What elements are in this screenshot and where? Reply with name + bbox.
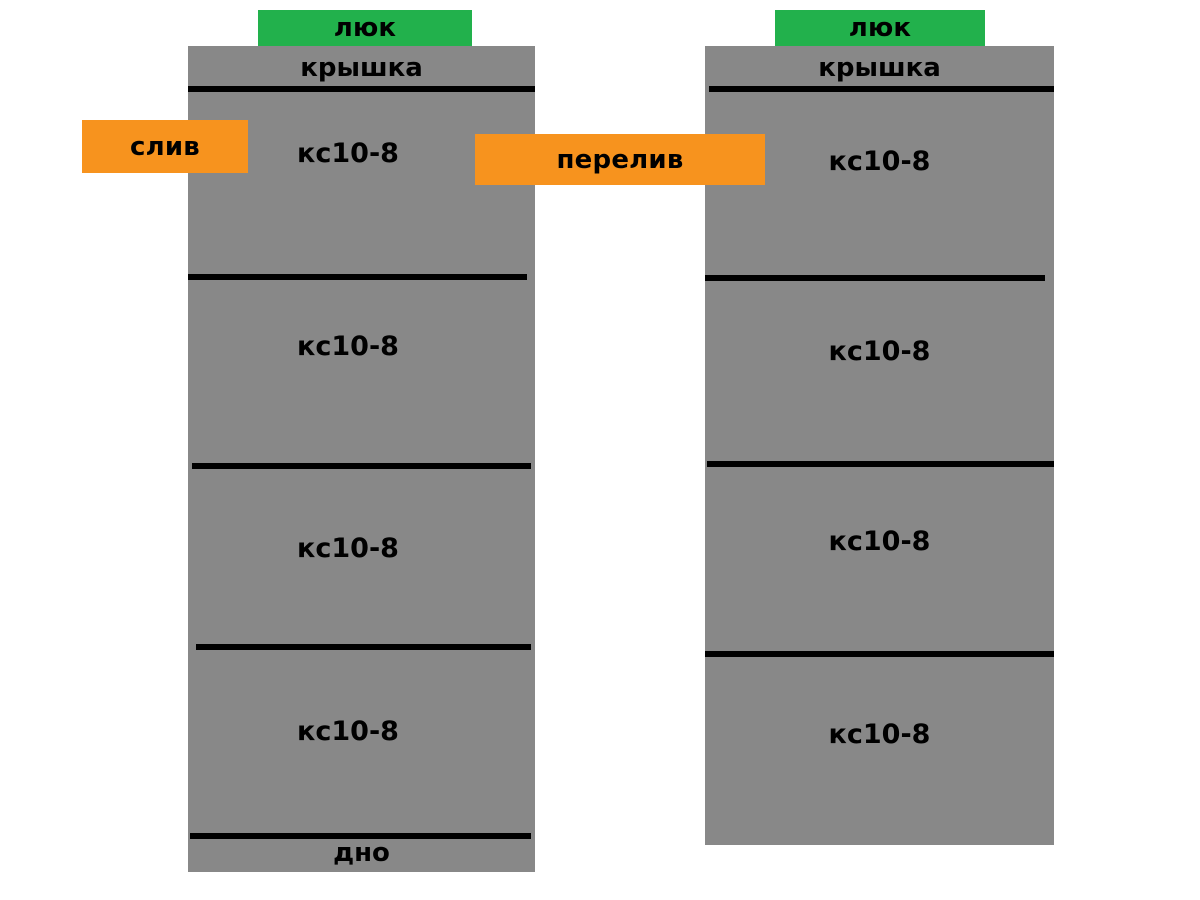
tank-left-ring-label-4: кс10-8 bbox=[297, 716, 399, 747]
tank-left-divider-3 bbox=[196, 644, 531, 650]
tank-left-bottom-label: дно bbox=[333, 838, 390, 868]
tank-left-divider-1 bbox=[188, 274, 527, 280]
hatch-label-right: люк bbox=[775, 10, 985, 46]
tank-left-divider-lid bbox=[188, 86, 535, 92]
tank-right-ring-label-4: кс10-8 bbox=[828, 719, 931, 750]
tank-right-divider-3 bbox=[705, 651, 1054, 657]
hatch-label-left: люк bbox=[258, 10, 472, 46]
tank-left-divider-bottom bbox=[190, 833, 531, 839]
tank-right-lid-label: крышка bbox=[818, 53, 941, 83]
tank-right-ring-label-3: кс10-8 bbox=[828, 526, 931, 557]
tank-right-ring-label-2: кс10-8 bbox=[828, 336, 931, 367]
tank-left-ring-label-2: кс10-8 bbox=[297, 331, 399, 362]
tank-right-divider-1 bbox=[705, 275, 1045, 281]
tank-right-divider-2 bbox=[707, 461, 1054, 467]
tank-left-lid-label: крышка bbox=[300, 53, 423, 83]
tank-left-ring-label-3: кс10-8 bbox=[297, 533, 399, 564]
overflow-pipe-label: перелив bbox=[475, 134, 765, 185]
tank-right-divider-lid bbox=[709, 86, 1054, 92]
tank-right-ring-label-1: кс10-8 bbox=[828, 146, 931, 177]
tank-left-ring-label-1: кс10-8 bbox=[297, 138, 399, 169]
tank-left-divider-2 bbox=[192, 463, 531, 469]
drain-pipe-label: слив bbox=[82, 120, 248, 173]
